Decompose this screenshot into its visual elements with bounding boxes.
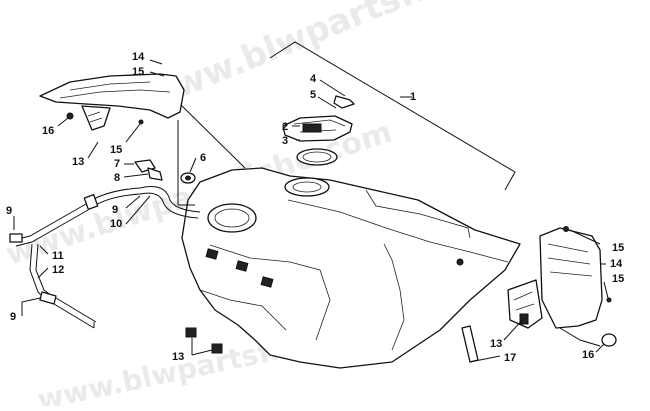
leader-14a [149,59,163,65]
leader-8 [123,173,149,178]
leader-10 [125,195,151,225]
leader-tank-top [177,101,246,169]
callout-13-left: 13 [72,156,84,168]
leader-4 [319,79,346,97]
hose-left-inner [15,209,89,247]
hose-down-inner [35,243,53,297]
leader-9c [21,297,41,316]
assembly-bracket-1 [269,41,516,191]
grommet-hole [185,175,191,181]
leader-12 [37,267,49,279]
hose-clamp-upper [83,194,99,210]
callout-15-top: 15 [132,66,144,78]
leader-13b-b [191,349,213,356]
leader-17 [469,355,501,363]
screw-15c [563,226,569,232]
valve-fitting [39,291,57,305]
callout-7: 7 [114,158,120,170]
washer-16b [601,333,617,347]
leader-15a [149,71,165,77]
foam-strip [461,325,479,363]
callout-2: 2 [282,121,288,133]
left-heat-shield [39,73,185,131]
leader-5 [317,96,337,109]
leader-15d [603,281,609,299]
callout-15-right-top: 15 [612,242,624,254]
watermark-top: www.blwpartsfiche.com [138,0,577,118]
callout-16-left: 16 [42,125,54,137]
callout-12: 12 [52,264,64,276]
clip-13-bottom [211,343,223,354]
screw-15b [138,119,144,125]
hose-end-left [9,233,23,243]
leader-15c [569,229,601,245]
callout-14-right: 14 [610,258,623,270]
callout-9-lower: 9 [10,311,16,323]
leader-9b [125,195,141,209]
clip-13-right [519,313,529,325]
cap-gasket-ring [296,148,338,166]
leader-13a [87,141,99,159]
right-heat-shield [507,227,603,329]
callout-9-upper: 9 [112,204,118,216]
callout-6: 6 [200,152,206,164]
callout-13-right: 13 [490,338,502,350]
callout-14-top: 14 [132,51,145,63]
hose-lower [53,297,97,329]
callout-1: 1 [410,91,416,103]
leader-16b-a [559,327,601,347]
callout-9-left: 9 [6,205,12,217]
nut-16a [66,112,74,120]
leader-16b [595,343,605,353]
fitting-7-8 [134,159,163,181]
callout-11: 11 [52,250,64,262]
fuel-tank [181,167,521,369]
callout-13-bottom: 13 [172,351,184,363]
leader-11 [39,245,49,255]
leader-15b [125,123,141,143]
cap-gasket-ring-inner [302,151,332,163]
clip-13-top [185,327,197,338]
screw-15d [606,297,612,303]
callout-10: 10 [110,218,122,230]
hose-upper-outer [91,186,201,213]
callout-8: 8 [114,172,120,184]
callout-17: 17 [504,352,516,364]
callout-16-right: 16 [582,349,594,361]
callout-15-right: 15 [612,273,624,285]
callout-3: 3 [282,135,288,147]
callout-15-left: 15 [110,144,122,156]
leader-13c [503,317,525,341]
callout-4: 4 [310,73,317,85]
hose-upper-inner [93,192,199,219]
leader-6 [189,157,197,173]
callout-5: 5 [310,89,316,101]
fuel-cap [282,95,355,142]
leader-16a [57,117,69,127]
